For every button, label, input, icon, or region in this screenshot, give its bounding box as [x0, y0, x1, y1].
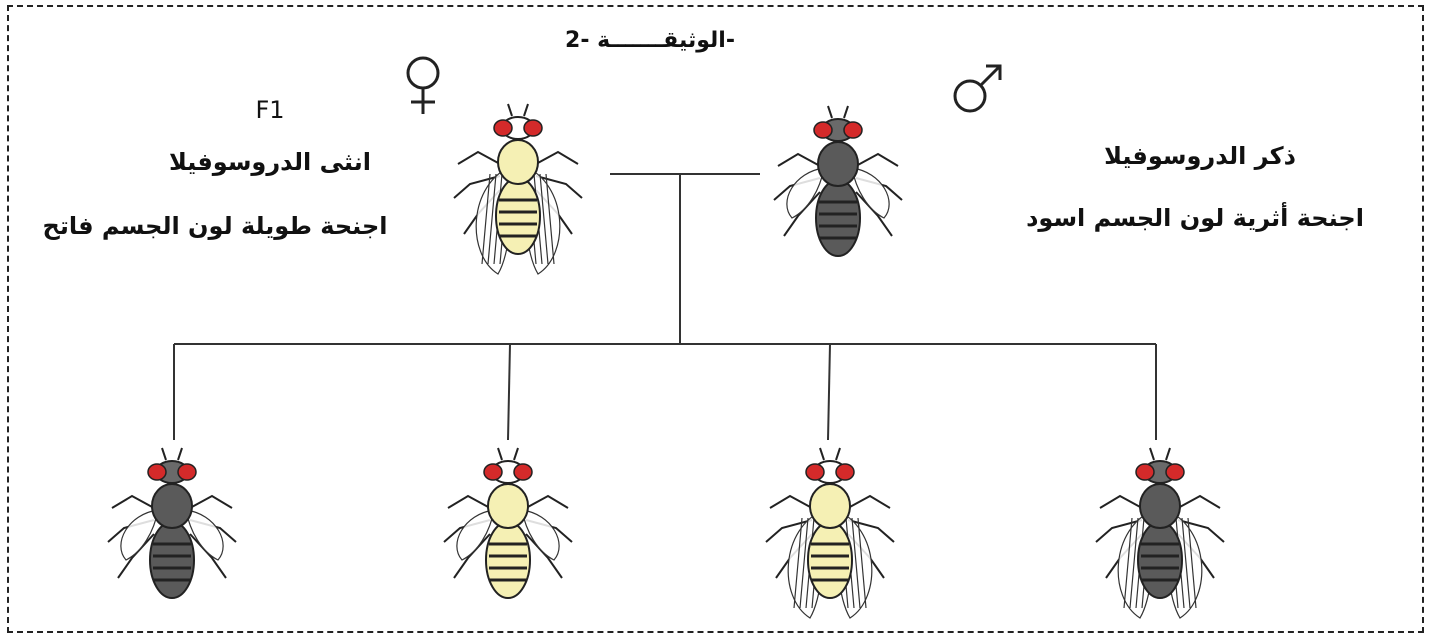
fly-thorax — [818, 142, 858, 186]
fly-eye — [514, 464, 532, 480]
fly-eye — [814, 122, 832, 138]
fly-antenna — [162, 448, 166, 460]
fly-eye — [844, 122, 862, 138]
cross-connector-lines — [174, 174, 1156, 440]
fly-eye — [524, 120, 542, 136]
venus-icon — [408, 58, 438, 114]
fly-abdomen — [496, 178, 540, 254]
offspring-drop-3 — [828, 344, 830, 440]
fly-eye — [178, 464, 196, 480]
fly-antenna — [1166, 448, 1170, 460]
fly-eye — [1136, 464, 1154, 480]
offspring-fly-4-dark-long — [1096, 448, 1224, 618]
flies-layer — [108, 104, 1224, 618]
offspring-fly-1-dark-vestigial — [108, 448, 236, 598]
fly-antenna — [1150, 448, 1154, 460]
fly-antenna — [508, 104, 512, 116]
female-parent-fly-light-long-wings — [454, 104, 582, 274]
offspring-drop-2 — [508, 344, 510, 440]
fly-antenna — [514, 448, 518, 460]
fly-thorax — [810, 484, 850, 528]
fly-abdomen — [816, 180, 860, 256]
fly-eye — [1166, 464, 1184, 480]
mars-icon — [955, 66, 1000, 111]
fly-antenna — [178, 448, 182, 460]
fly-thorax — [1140, 484, 1180, 528]
fly-thorax — [488, 484, 528, 528]
fly-thorax — [152, 484, 192, 528]
fly-eye — [148, 464, 166, 480]
fly-abdomen — [808, 522, 852, 598]
fly-eye — [494, 120, 512, 136]
fly-abdomen — [150, 522, 194, 598]
fly-thorax — [498, 140, 538, 184]
fly-eye — [484, 464, 502, 480]
offspring-fly-3-light-long — [766, 448, 894, 618]
offspring-fly-2-light-vestigial — [444, 448, 572, 598]
fly-antenna — [828, 106, 832, 118]
fly-abdomen — [1138, 522, 1182, 598]
fly-antenna — [844, 106, 848, 118]
fly-antenna — [524, 104, 528, 116]
fly-abdomen — [486, 522, 530, 598]
male-parent-fly-dark-vestigial-wings — [774, 106, 902, 256]
fly-eye — [806, 464, 824, 480]
fly-eye — [836, 464, 854, 480]
fly-antenna — [498, 448, 502, 460]
fly-antenna — [836, 448, 840, 460]
fly-antenna — [820, 448, 824, 460]
